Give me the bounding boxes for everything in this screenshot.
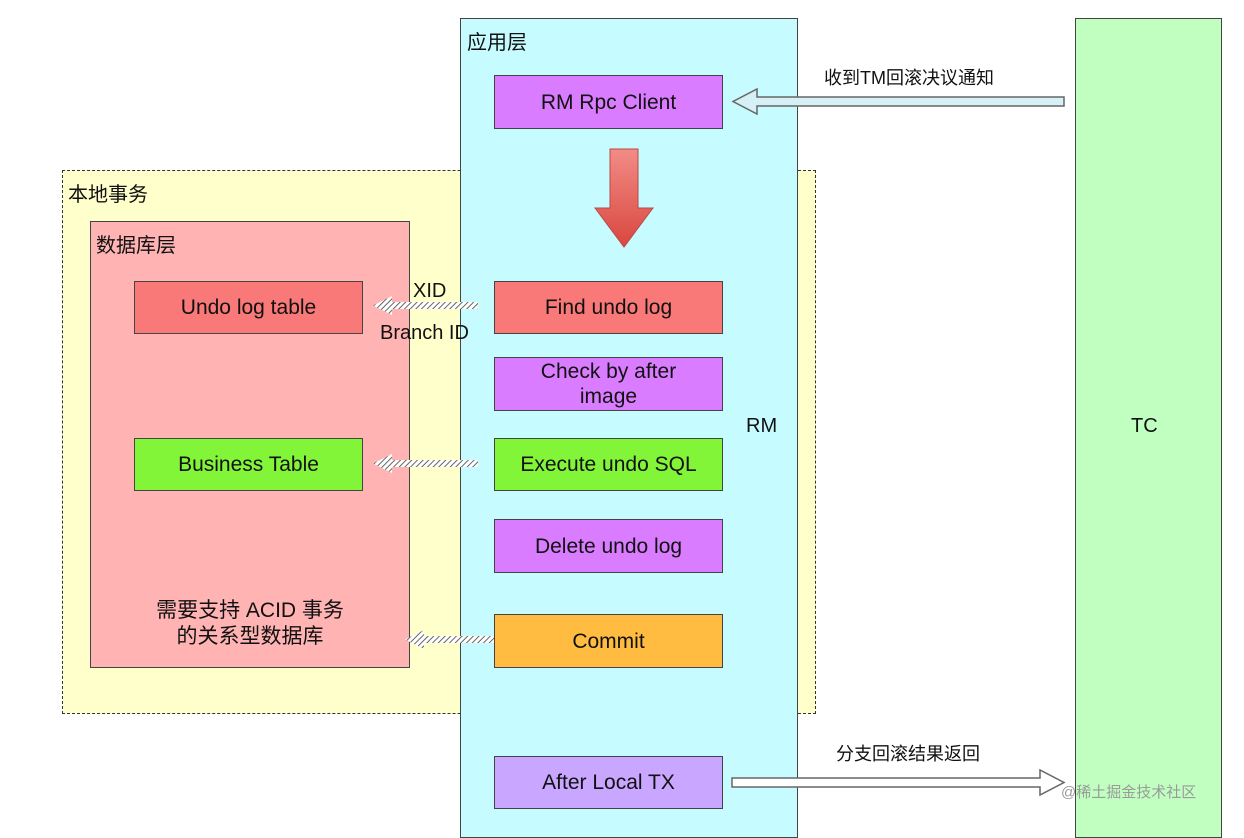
db-note-line-1: 需要支持 ACID 事务	[156, 599, 344, 622]
rm-rpc-client-text: RM Rpc Client	[540, 90, 677, 114]
find-undo-log-text: Find undo log	[544, 296, 673, 319]
undo-log-table-text: Undo log table	[180, 296, 317, 319]
db-note: 需要支持 ACID 事务 的关系型数据库	[100, 598, 400, 650]
find-undo-log-box: Find undo log	[494, 281, 723, 334]
rm-label: RM	[746, 415, 778, 437]
db-note-line-2: 的关系型数据库	[176, 625, 324, 648]
business-table-connector	[373, 454, 478, 473]
execute-undo-sql-box: Execute undo SQL	[494, 438, 723, 491]
return-result-label: 分支回滚结果返回	[836, 744, 980, 764]
tc-zone	[1075, 18, 1222, 838]
delete-undo-log-text: Delete undo log	[534, 534, 683, 558]
commit-text: Commit	[572, 629, 645, 653]
delete-undo-log-box: Delete undo log	[494, 519, 723, 573]
commit-connector	[405, 630, 494, 649]
application-layer-label: 应用层	[467, 32, 527, 54]
down-flow-arrow	[594, 148, 654, 248]
business-table-box: Business Table	[134, 438, 363, 491]
rm-rpc-client-box: RM Rpc Client	[494, 75, 723, 129]
execute-undo-sql-text: Execute undo SQL	[520, 453, 697, 476]
after-local-tx-box: After Local TX	[494, 756, 723, 809]
database-layer-label: 数据库层	[96, 235, 176, 257]
xid-label: XID	[413, 280, 447, 302]
after-local-tx-text: After Local TX	[542, 771, 675, 794]
business-table-text: Business Table	[178, 453, 319, 476]
commit-box: Commit	[494, 614, 723, 668]
result-return-arrow	[731, 768, 1066, 797]
branch-id-label: Branch ID	[380, 322, 469, 344]
local-transaction-label: 本地事务	[68, 184, 148, 206]
rollback-notice-arrow	[731, 87, 1065, 116]
receive-rollback-label: 收到TM回滚决议通知	[824, 68, 994, 88]
watermark: @稀土掘金技术社区	[1061, 784, 1197, 801]
undo-log-connector	[373, 296, 478, 315]
check-after-image-box: Check by after image	[494, 357, 723, 411]
tc-label: TC	[1131, 415, 1158, 437]
undo-log-table-box: Undo log table	[134, 281, 363, 334]
check-after-image-text: Check by after image	[540, 360, 677, 408]
